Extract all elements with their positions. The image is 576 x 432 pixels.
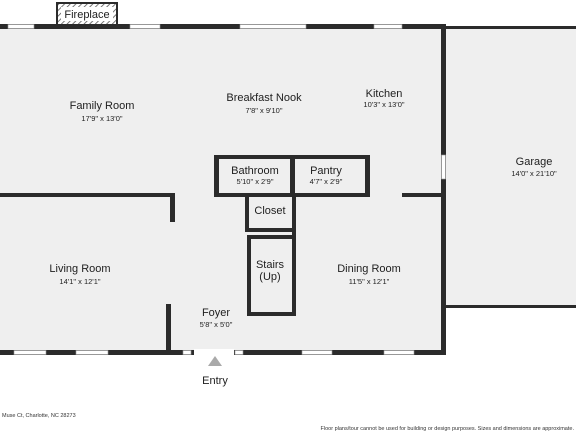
wall-mid-left — [0, 193, 175, 197]
window-top-2 — [129, 24, 161, 29]
bathroom-name: Bathroom — [231, 165, 279, 177]
kitchen-name: Kitchen — [366, 88, 403, 100]
wall-closet-right — [292, 193, 296, 316]
wall-bathroom-left — [214, 155, 219, 197]
wall-living-foyer — [166, 304, 171, 353]
garage-floor — [444, 27, 576, 308]
breakfast-nook-dims: 7'8" x 9'10" — [246, 106, 283, 115]
window-bottom-1 — [13, 350, 47, 355]
fireplace-label: Fireplace — [64, 9, 109, 21]
footer-disclaimer: Floor plans/tour cannot be used for buil… — [321, 426, 575, 432]
fireplace-label-bg — [61, 7, 113, 21]
fireplace: Fireplace — [56, 2, 118, 26]
entry-marker: Entry — [202, 356, 228, 387]
wall-stairs-bottom — [247, 312, 296, 316]
wall-stairs-top — [247, 235, 296, 239]
wall-stairs-left — [247, 235, 251, 316]
wall-mid-right — [402, 193, 444, 197]
wall-pantry-right — [365, 155, 370, 197]
main-house-floor — [0, 27, 444, 353]
wall-top-garage — [446, 26, 576, 29]
breakfast-nook-name: Breakfast Nook — [226, 92, 302, 104]
foyer-name: Foyer — [202, 307, 230, 319]
window-top-1 — [7, 24, 35, 29]
living-room-dims: 14'1" x 12'1" — [59, 277, 100, 286]
foyer-dims: 5'8" x 5'0" — [200, 320, 233, 329]
window-bottom-3 — [301, 350, 333, 355]
garage-dims: 14'0" x 21'10" — [511, 169, 557, 178]
window-bottom-4 — [383, 350, 415, 355]
window-top-4 — [373, 24, 403, 29]
room-labels: Family Room 17'9" x 13'0" Breakfast Nook… — [49, 88, 557, 329]
pantry-dims: 4'7" x 2'9" — [310, 177, 343, 186]
wall-closet-left — [245, 193, 249, 229]
entry-arrow-icon — [208, 356, 222, 366]
bathroom-dims: 5'10" x 2'9" — [237, 177, 274, 186]
windows — [7, 24, 446, 355]
wall-garage-bottom — [446, 305, 576, 308]
window-bottom-2 — [75, 350, 109, 355]
family-room-dims: 17'9" x 13'0" — [81, 114, 122, 123]
wall-kitchen-garage — [441, 26, 446, 355]
wall-bath-pantry-divider — [290, 155, 295, 197]
entry-label: Entry — [202, 375, 228, 387]
door-opening-garage — [441, 154, 446, 180]
closet-name: Closet — [254, 205, 285, 217]
window-bottom-5 — [182, 350, 192, 355]
garage-name: Garage — [516, 156, 553, 168]
dining-room-dims: 11'5" x 12'1" — [349, 277, 390, 286]
footer-address: Muse Ct, Charlotte, NC 28273 — [2, 413, 76, 419]
stairs-name: Stairs — [256, 259, 285, 271]
window-bottom-6 — [234, 350, 244, 355]
wall-top-main — [0, 24, 446, 29]
stairs-note: (Up) — [259, 271, 280, 283]
living-room-name: Living Room — [49, 263, 110, 275]
window-top-3 — [239, 24, 307, 29]
pantry-name: Pantry — [310, 165, 342, 177]
dining-room-name: Dining Room — [337, 263, 401, 275]
wall-living-stub — [170, 193, 175, 222]
entry-doorway — [194, 349, 234, 356]
family-room-name: Family Room — [70, 100, 135, 112]
wall-closet-bottom — [245, 228, 296, 232]
kitchen-dims: 10'3" x 13'0" — [363, 100, 404, 109]
floor-areas — [0, 27, 576, 353]
